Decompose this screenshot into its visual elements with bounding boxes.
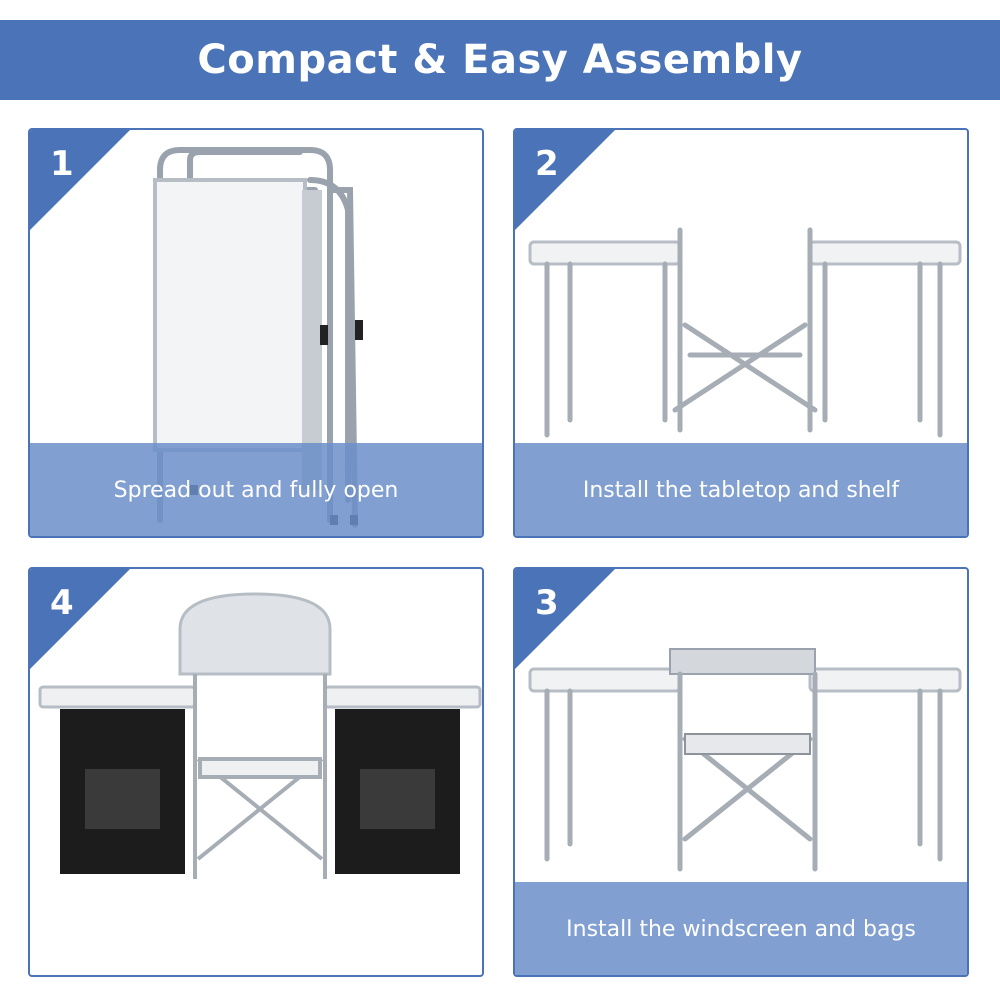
step-corner <box>30 569 130 669</box>
step-number: 1 <box>50 144 74 184</box>
assembled-kitchen-illustration <box>38 592 482 879</box>
step-caption: Install the windscreen and bags <box>515 882 967 975</box>
step-caption: Install the tabletop and shelf <box>515 443 967 536</box>
step-panel-3: 3 Install the windscreen and bags <box>513 567 969 977</box>
step-corner <box>30 130 130 230</box>
tabletop-shelf-illustration <box>528 648 962 872</box>
step-panel-2: 2 Install the tabletop and shelf <box>513 128 969 538</box>
tables-frame-illustration <box>528 227 962 438</box>
step-panel-1: 1 Spread out and fully open <box>28 128 484 538</box>
step-panel-4: 4 <box>28 567 484 977</box>
step-number: 4 <box>50 583 74 623</box>
step-corner <box>515 130 615 230</box>
step-number: 3 <box>535 583 559 623</box>
step-caption: Spread out and fully open <box>30 443 482 536</box>
step-number: 2 <box>535 144 559 184</box>
page-title: Compact & Easy Assembly <box>197 37 803 83</box>
title-banner: Compact & Easy Assembly <box>0 20 1000 100</box>
step-corner <box>515 569 615 669</box>
